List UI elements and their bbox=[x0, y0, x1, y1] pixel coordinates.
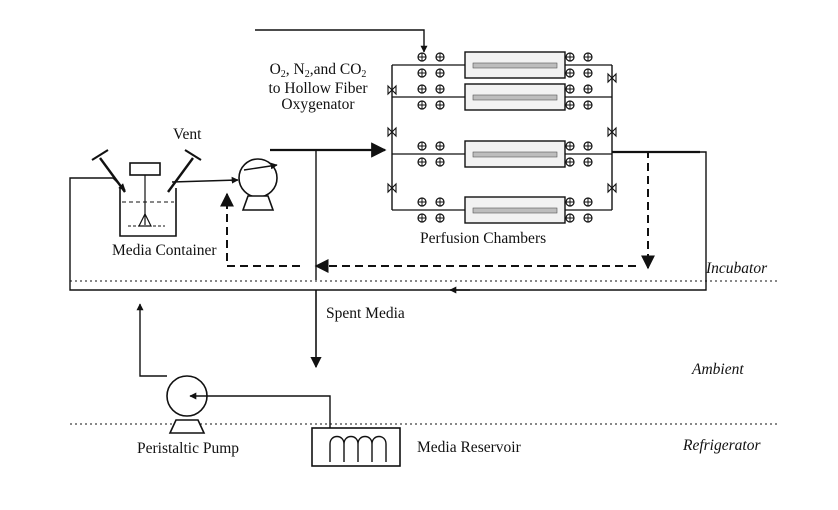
perfusion-chamber-1 bbox=[464, 51, 566, 79]
gas-o-text: O bbox=[269, 61, 281, 78]
perfusion-chambers-label: Perfusion Chambers bbox=[420, 230, 547, 247]
recirculation-pump bbox=[238, 158, 278, 211]
gas-n-text: , N bbox=[285, 61, 305, 78]
media-reservoir bbox=[311, 427, 401, 467]
ambient-zone-label: Ambient bbox=[692, 361, 744, 378]
perfusion-chamber-3 bbox=[464, 140, 566, 168]
container-to-pump-line bbox=[171, 176, 239, 184]
gas-o2: O2 bbox=[269, 61, 286, 80]
gas-co-text: ,and CO bbox=[309, 61, 362, 78]
gas-n-sub: 2 bbox=[304, 69, 310, 80]
pump-to-incubator-line bbox=[136, 303, 167, 377]
media-container bbox=[119, 162, 177, 237]
gas-o-sub: 2 bbox=[280, 69, 286, 80]
gas-co-sub: 2 bbox=[361, 69, 367, 80]
gas-label-line2: to Hollow Fiber bbox=[268, 79, 368, 97]
peristaltic-pump bbox=[166, 375, 208, 434]
return-to-container-line bbox=[69, 151, 707, 291]
dashed-return-to-container bbox=[220, 192, 300, 267]
gas-label-line3: Oxygenator bbox=[281, 95, 355, 113]
perfusion-chamber-2 bbox=[464, 83, 566, 111]
incubator-zone-label: Incubator bbox=[706, 260, 768, 277]
spent-media-label: Spent Media bbox=[326, 305, 405, 322]
perfusion-chamber-4 bbox=[464, 196, 566, 224]
gas-supply-label: O2, N2,and CO2 to Hollow Fiber Oxygenato… bbox=[238, 61, 398, 113]
media-reservoir-label: Media Reservoir bbox=[417, 439, 521, 456]
media-container-label: Media Container bbox=[112, 242, 217, 259]
refrigerator-zone-label: Refrigerator bbox=[683, 437, 761, 454]
gas-supply-line bbox=[255, 29, 428, 53]
dashed-return-line bbox=[620, 151, 655, 270]
reservoir-to-pump-line bbox=[189, 392, 331, 437]
vent-filters bbox=[91, 149, 202, 193]
peristaltic-pump-label: Peristaltic Pump bbox=[137, 440, 240, 457]
vent-label: Vent bbox=[173, 126, 202, 143]
